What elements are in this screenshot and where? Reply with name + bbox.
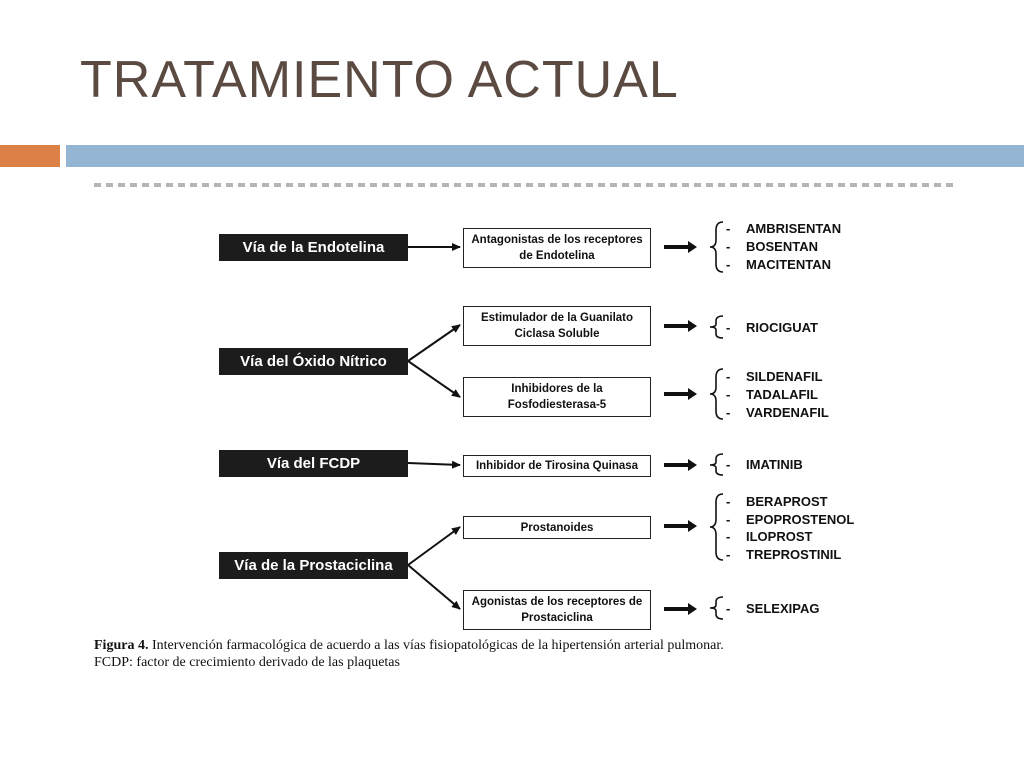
dash: - bbox=[726, 387, 731, 402]
drug-name: ILOPROST bbox=[746, 529, 813, 544]
drug-item: -SELEXIPAG bbox=[726, 601, 819, 616]
accent-bar-orange bbox=[0, 145, 60, 167]
drug-name: SILDENAFIL bbox=[746, 369, 823, 384]
mechanism-fosfodiesterasa: Inhibidores de la Fosfodiesterasa-5 bbox=[463, 377, 651, 417]
dash: - bbox=[726, 239, 731, 254]
drug-name: TREPROSTINIL bbox=[746, 546, 842, 562]
braces bbox=[709, 221, 724, 620]
mechanism-line1: Inhibidor de Tirosina Quinasa bbox=[475, 460, 639, 472]
dash: - bbox=[726, 494, 731, 509]
arrow-fcdp bbox=[407, 460, 461, 469]
pathway-prostaciclina: Vía de la Prostaciclina bbox=[219, 552, 408, 579]
figure-caption: Figura 4. Intervención farmacológica de … bbox=[94, 637, 724, 671]
drug-item: -MACITENTAN bbox=[726, 257, 831, 272]
drug-item: -BOSENTAN bbox=[726, 239, 818, 254]
drug-item: -VARDENAFIL bbox=[726, 405, 829, 420]
mechanism-line1: Estimulador de la Guanilato bbox=[480, 312, 634, 324]
drug-name: SELEXIPAG bbox=[746, 601, 820, 616]
thick-arrows bbox=[664, 241, 697, 615]
mechanism-line2: de Endotelina bbox=[519, 250, 595, 262]
drug-name: BERAPROST bbox=[746, 494, 828, 509]
dash: - bbox=[726, 369, 731, 384]
mechanism-antagonistas-endotelina: Antagonistas de los receptores de Endotel… bbox=[463, 228, 651, 268]
drug-item: -ILOPROST bbox=[726, 529, 812, 544]
dash: - bbox=[726, 511, 731, 527]
drug-name: VARDENAFIL bbox=[746, 405, 829, 420]
drug-item: -EPOPROSTENOL bbox=[726, 512, 854, 527]
arrow-prostaciclina-agonistas bbox=[407, 564, 461, 610]
mechanism-line1: Agonistas de los receptores de bbox=[471, 596, 643, 608]
caption-text: Intervención farmacológica de acuerdo a … bbox=[148, 638, 724, 653]
drug-name: MACITENTAN bbox=[746, 257, 831, 272]
drug-item: -IMATINIB bbox=[726, 457, 803, 472]
pathway-oxido-nitrico: Vía del Óxido Nítrico bbox=[219, 348, 408, 375]
mechanism-line1: Antagonistas de los receptores bbox=[471, 234, 643, 246]
mechanism-tirosina-quinasa: Inhibidor de Tirosina Quinasa bbox=[463, 455, 651, 477]
mechanism-line2: Fosfodiesterasa-5 bbox=[507, 399, 607, 411]
mechanism-line1: Inhibidores de la bbox=[511, 383, 603, 395]
arrow-prostaciclina-prostanoides bbox=[407, 526, 461, 566]
mechanism-agonistas-prostaciclina: Agonistas de los receptores de Prostacicl… bbox=[463, 590, 651, 630]
dash: - bbox=[726, 257, 731, 272]
cropped-text-line bbox=[94, 183, 954, 187]
drug-item: -SILDENAFIL bbox=[726, 369, 823, 384]
mechanism-prostanoides: Prostanoides bbox=[463, 516, 651, 539]
drug-name: RIOCIGUAT bbox=[746, 320, 818, 335]
mechanism-line2: Prostaciclina bbox=[521, 612, 593, 624]
slide-title: TRATAMIENTO ACTUAL bbox=[80, 51, 679, 109]
arrow-oxido-guanilato bbox=[407, 324, 461, 362]
pathway-fcdp: Vía del FCDP bbox=[219, 450, 408, 477]
drug-name: EPOPROSTENOL bbox=[746, 511, 855, 527]
dash: - bbox=[726, 529, 731, 544]
pathway-endotelina: Vía de la Endotelina bbox=[219, 234, 408, 261]
drug-name: TADALAFIL bbox=[746, 387, 818, 402]
dash: - bbox=[726, 546, 731, 562]
drug-name: AMBRISENTAN bbox=[746, 221, 842, 236]
drug-name: IMATINIB bbox=[746, 457, 803, 472]
drug-item: -BERAPROST bbox=[726, 494, 828, 509]
mechanism-line1: Prostanoides bbox=[520, 521, 594, 534]
caption-label: Figura 4. bbox=[94, 638, 149, 653]
dash: - bbox=[726, 221, 731, 236]
dash: - bbox=[726, 601, 731, 616]
drug-item: -AMBRISENTAN bbox=[726, 221, 841, 236]
mechanism-line2: Ciclasa Soluble bbox=[514, 328, 600, 340]
drug-item: -RIOCIGUAT bbox=[726, 320, 818, 335]
dash: - bbox=[726, 457, 731, 472]
dash: - bbox=[726, 405, 731, 420]
caption-footnote: FCDP: factor de crecimiento derivado de … bbox=[94, 655, 400, 670]
drug-item: -TADALAFIL bbox=[726, 387, 818, 402]
accent-bar-blue bbox=[66, 145, 1024, 167]
dash: - bbox=[726, 320, 731, 335]
drug-item: -TREPROSTINIL bbox=[726, 547, 841, 562]
arrow-oxido-fosfodiesterasa bbox=[407, 360, 461, 398]
drug-name: BOSENTAN bbox=[746, 239, 818, 254]
